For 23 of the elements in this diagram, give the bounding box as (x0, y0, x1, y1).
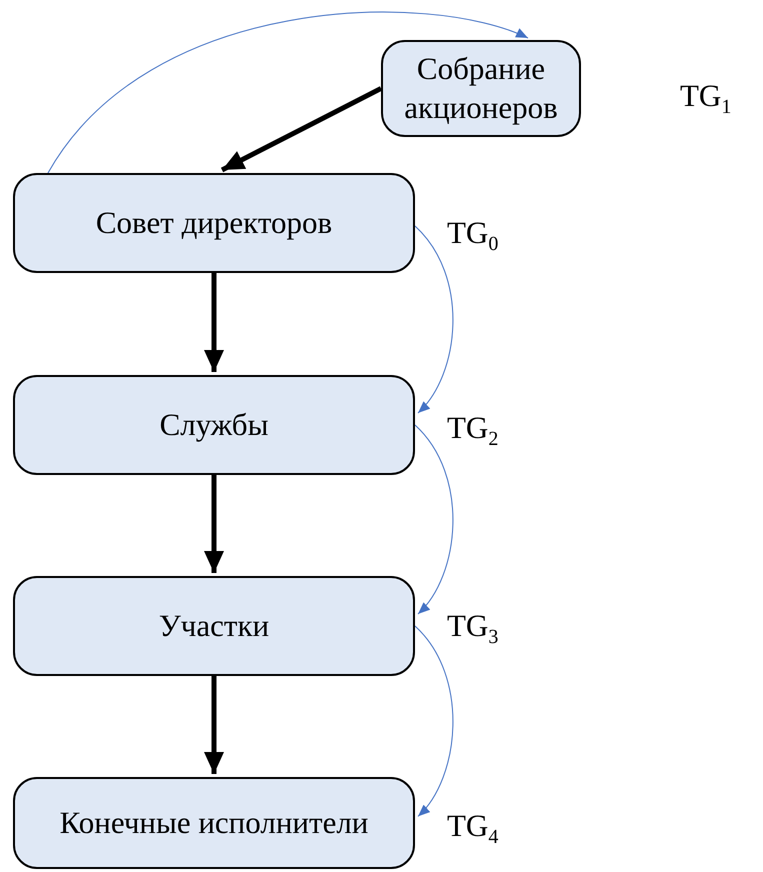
arrow (204, 676, 224, 774)
arrow (414, 626, 454, 817)
arrow (414, 226, 454, 414)
arrow (204, 475, 224, 573)
rounded-box (13, 777, 415, 869)
arrow (220, 86, 382, 172)
arrow (414, 424, 454, 614)
level-label: TG$_{2}$ (447, 410, 498, 452)
arrow (47, 12, 528, 174)
rounded-box (13, 173, 415, 273)
node-label: Конечные исполнители (60, 804, 368, 842)
level-label: TG$_{4}$ (447, 808, 498, 850)
node-label: Собрание акционеров (403, 50, 559, 127)
rounded-box (381, 40, 581, 137)
node-label: Участки (158, 606, 270, 645)
node-label: Службы (160, 406, 268, 444)
rounded-box (13, 375, 415, 475)
level-label: TG$_{0}$ (447, 215, 498, 256)
level-label: TG$_{3}$ (447, 608, 498, 650)
node-label: Совет директоров (96, 204, 332, 242)
rounded-box (13, 576, 415, 676)
level-label: TG$_{1}$ (680, 78, 732, 120)
arrow (204, 273, 224, 372)
